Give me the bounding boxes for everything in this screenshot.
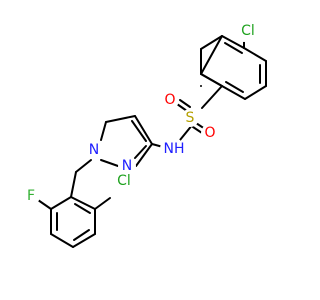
bond xyxy=(134,115,153,145)
bond xyxy=(37,199,52,210)
bond xyxy=(179,99,191,108)
amine-nh-label: NH xyxy=(164,141,185,157)
bond xyxy=(50,196,72,210)
oxygen-label-right: O xyxy=(204,125,215,141)
bond xyxy=(100,121,107,141)
atom-bg xyxy=(160,137,184,161)
bond xyxy=(244,85,267,100)
bond xyxy=(225,81,244,93)
bond xyxy=(176,103,188,112)
bond xyxy=(70,171,77,198)
bond xyxy=(135,143,153,167)
bond xyxy=(134,145,147,159)
bond xyxy=(221,85,246,100)
bond xyxy=(243,47,267,62)
atom-bg xyxy=(111,170,133,192)
bond xyxy=(75,159,92,173)
bond xyxy=(73,229,90,241)
fluorine-label: F xyxy=(27,188,35,204)
atom-bg xyxy=(201,124,219,142)
atom-labels: Cl S O O NH N N F Cl xyxy=(22,20,255,205)
atom-bg xyxy=(85,141,103,159)
atom-bg xyxy=(181,109,199,127)
sulfur-label: S xyxy=(186,110,195,126)
bond xyxy=(200,35,223,75)
bond xyxy=(100,159,119,167)
chlorophenyl-ring xyxy=(200,35,267,100)
bond xyxy=(131,120,147,142)
bond xyxy=(192,126,203,134)
chlorine-label-top: Cl xyxy=(241,23,255,39)
atom-bg xyxy=(22,187,40,205)
bond xyxy=(105,115,136,123)
pyrazole-n1-label: N xyxy=(89,142,99,158)
bond xyxy=(200,73,223,87)
oxygen-label-left: O xyxy=(164,92,175,108)
bond xyxy=(74,203,91,214)
bond xyxy=(201,85,223,109)
atom-bg xyxy=(161,91,179,109)
atom-bg xyxy=(233,20,255,42)
bond xyxy=(224,42,243,54)
bond xyxy=(94,197,111,210)
pyrazole-n2-label: N xyxy=(122,158,132,174)
bond xyxy=(72,233,96,248)
molecule-svg: Cl S O O NH N N F Cl xyxy=(22,20,267,248)
bond xyxy=(50,233,74,248)
bond xyxy=(200,35,223,50)
chlorine-label-bottom: Cl xyxy=(117,173,131,189)
sulfonyl-group xyxy=(176,85,223,141)
bond xyxy=(70,196,96,210)
bond xyxy=(221,35,245,49)
molecule-structure: Cl S O O NH N N F Cl xyxy=(22,20,267,248)
halophenyl-ring xyxy=(37,159,111,248)
